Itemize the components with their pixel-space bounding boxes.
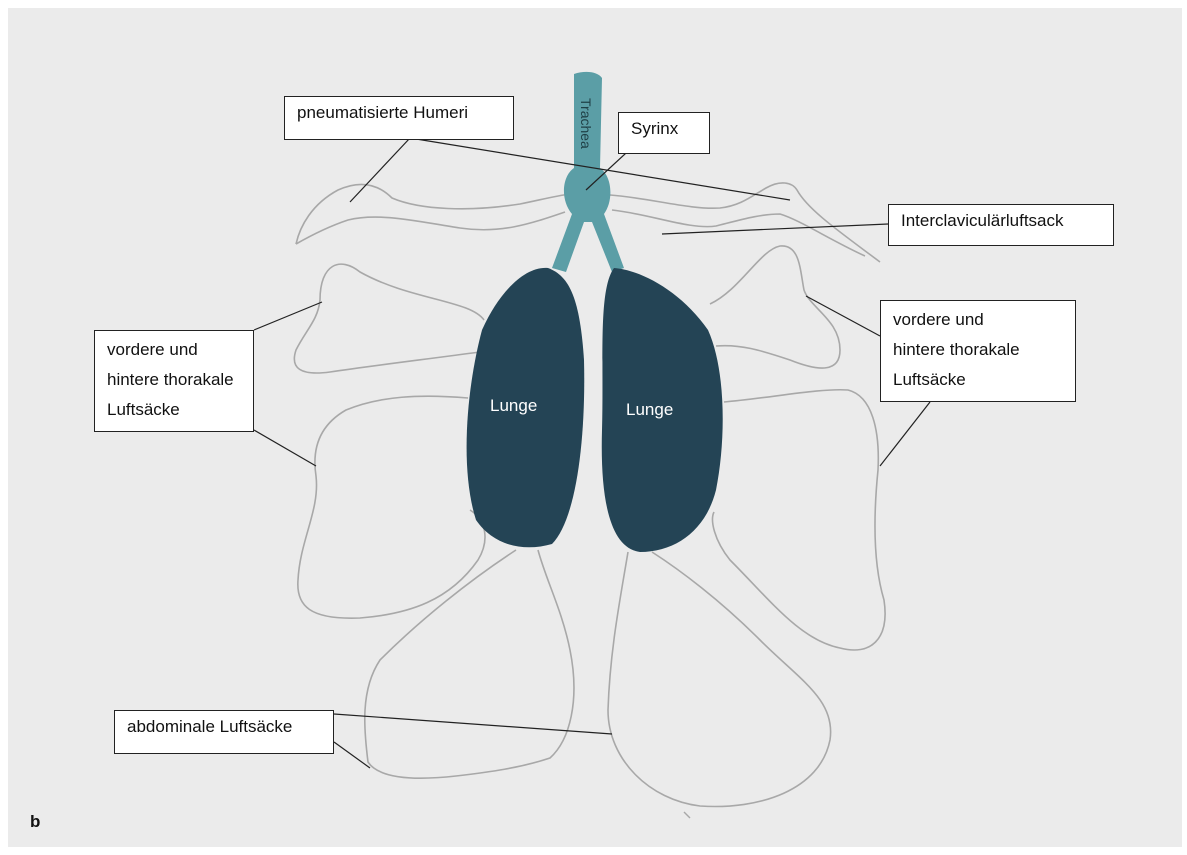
leader-line-thoracic-left-top xyxy=(254,302,322,330)
label-lung-right: Lunge xyxy=(626,400,673,420)
label-thoracic-left: vordere und hintere thorakale Luftsäcke xyxy=(94,330,254,432)
label-line-3: Luftsäcke xyxy=(893,365,1063,395)
left-posterior-thoracic-sac xyxy=(298,396,485,618)
label-interclavicular: Interclaviculärluftsack xyxy=(888,204,1114,246)
leader-line-humeri-left xyxy=(350,138,410,202)
left-humerus-outline xyxy=(296,184,570,244)
tick-mark xyxy=(684,812,690,818)
right-humerus-outline xyxy=(610,183,880,262)
left-abdominal-sac xyxy=(365,550,574,778)
label-lung-left: Lunge xyxy=(490,396,537,416)
leader-line-thoracic-right-top xyxy=(806,296,880,336)
leader-line-thoracic-right-bottom xyxy=(880,402,930,466)
label-line-2: hintere thorakale xyxy=(893,335,1063,365)
label-thoracic-right: vordere und hintere thorakale Luftsäcke xyxy=(880,300,1076,402)
label-syrinx: Syrinx xyxy=(618,112,710,154)
leader-line-abdominal-left xyxy=(334,742,370,768)
label-pneumatisierte-humeri: pneumatisierte Humeri xyxy=(284,96,514,140)
label-line-1: vordere und xyxy=(893,305,1063,335)
label-text: pneumatisierte Humeri xyxy=(297,103,468,122)
left-anterior-thoracic-sac xyxy=(294,264,484,373)
right-anterior-thoracic-sac xyxy=(710,246,840,368)
label-text: Interclaviculärluftsack xyxy=(901,211,1064,230)
label-text: abdominale Luftsäcke xyxy=(127,717,292,736)
right-posterior-thoracic-sac xyxy=(713,390,886,650)
panel-letter: b xyxy=(30,812,40,832)
label-trachea: Trachea xyxy=(578,98,594,149)
label-line-2: hintere thorakale xyxy=(107,365,241,395)
label-text: Syrinx xyxy=(631,119,678,138)
label-line-3: Luftsäcke xyxy=(107,395,241,425)
label-line-1: vordere und xyxy=(107,335,241,365)
right-abdominal-sac xyxy=(608,552,831,806)
label-abdominal: abdominale Luftsäcke xyxy=(114,710,334,754)
leader-line-thoracic-left-bottom xyxy=(254,430,316,466)
